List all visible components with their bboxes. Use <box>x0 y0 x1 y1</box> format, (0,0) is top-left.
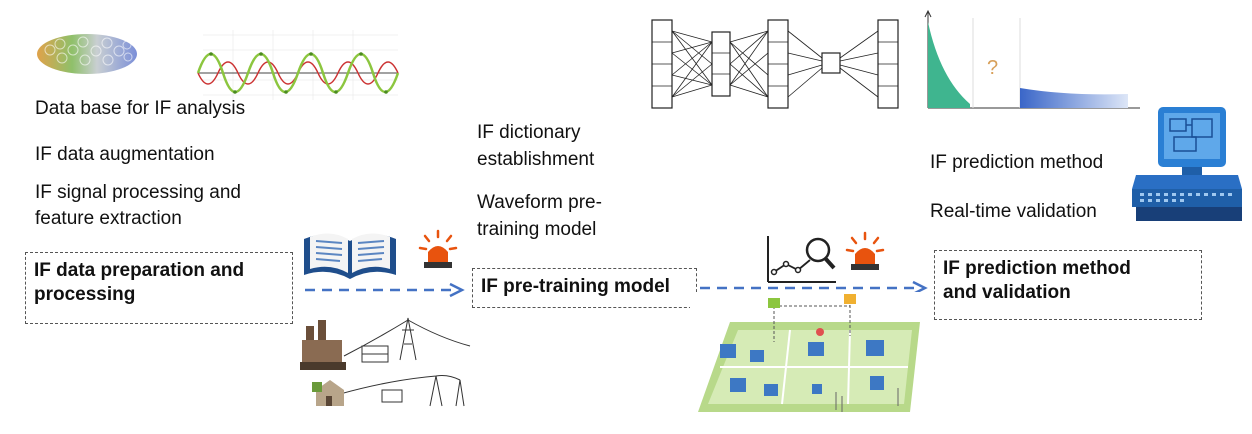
cell-cluster-icon <box>37 34 137 74</box>
book-icon <box>304 233 396 279</box>
neural-network-icon <box>651 19 899 109</box>
alarm-icon <box>845 231 885 270</box>
stage1-box-line1: IF data preparation and <box>34 260 245 281</box>
stage1-item-signal-processing-line2: feature extraction <box>35 208 182 229</box>
power-plant-icon <box>300 317 471 407</box>
stage3-item-prediction: IF prediction method <box>930 152 1104 173</box>
stage1-box: IF data preparation and processing <box>25 252 293 324</box>
stage2-item-dictionary-line1: IF dictionary <box>477 122 581 143</box>
stage2-box-line1: IF pre-training model <box>481 276 670 297</box>
server-icon <box>1132 107 1242 221</box>
stage3-box-line1: IF prediction method <box>943 258 1131 279</box>
stage1-box-line2: processing <box>34 284 136 305</box>
stage2-item-waveform-line1: Waveform pre- <box>477 192 602 213</box>
stage1-item-augmentation: IF data augmentation <box>35 144 215 165</box>
waveform-icon <box>193 25 405 105</box>
stage2-box: IF pre-training model <box>472 268 697 308</box>
chart-question-mark: ? <box>987 57 999 79</box>
stage2-item-dictionary-line2: establishment <box>477 149 595 170</box>
stage1-item-database: Data base for IF analysis <box>35 98 246 119</box>
data-analysis-icon <box>767 236 836 283</box>
stage3-box: IF prediction method and validation <box>934 250 1202 320</box>
smart-grid-icon <box>690 292 930 424</box>
stage3-box-line2: and validation <box>943 282 1071 303</box>
decay-chart-icon <box>924 9 1140 109</box>
stage1-item-signal-processing-line1: IF signal processing and <box>35 182 241 203</box>
stage3-item-validation: Real-time validation <box>930 201 1097 222</box>
alarm-icon <box>418 229 458 268</box>
stage2-item-waveform-line2: training model <box>477 219 597 240</box>
